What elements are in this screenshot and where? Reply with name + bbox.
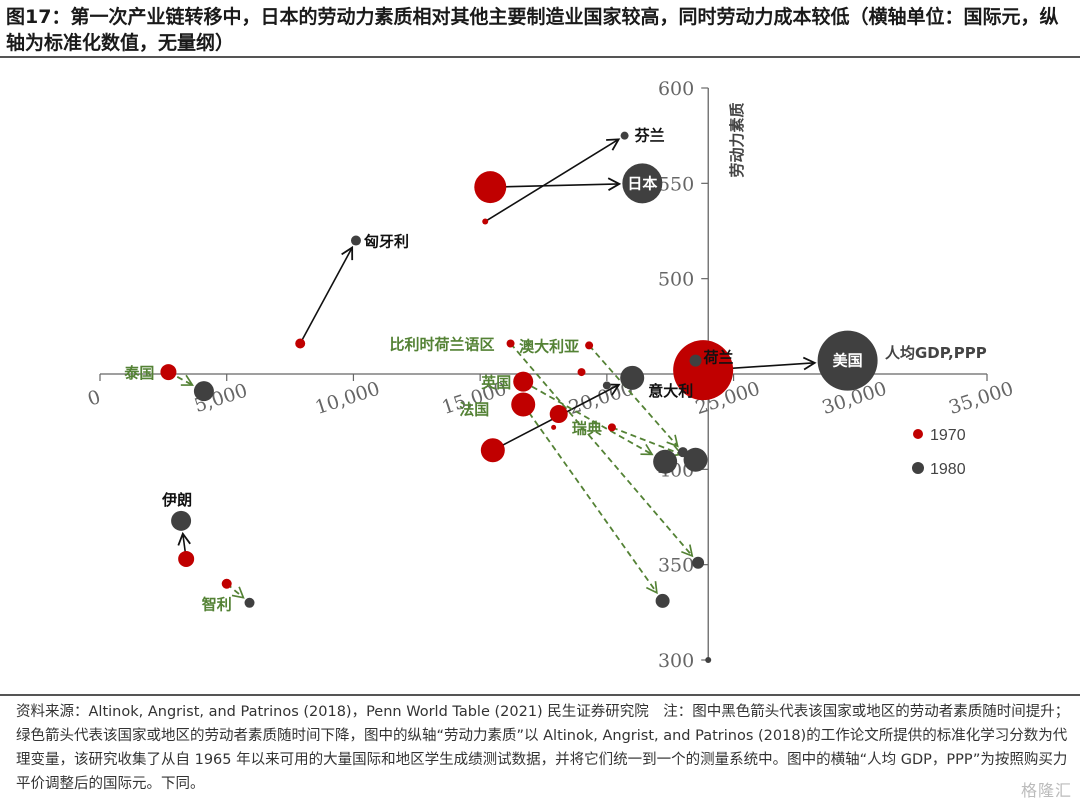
y-tick-label: 550 (658, 173, 694, 195)
point-1980-泰国 (193, 381, 214, 402)
point-1970-伊朗 (178, 550, 195, 567)
point-1970-美国 (673, 340, 734, 401)
arrow-匈牙利 (299, 245, 354, 344)
country-label-泰国: 泰国 (123, 364, 154, 382)
point-1970-日本 (474, 171, 507, 204)
country-label-芬兰: 芬兰 (635, 127, 665, 145)
point-1980-日本 (622, 163, 663, 204)
point-1970-英国 (513, 371, 534, 392)
country-label-美国: 美国 (833, 352, 863, 370)
point-1980-智利 (244, 597, 255, 608)
point-1980-荷兰 (689, 354, 702, 367)
arrow-英国 (522, 380, 654, 456)
extra-point-1980 (602, 381, 611, 390)
country-label-瑞典: 瑞典 (572, 419, 602, 437)
legend-label-1970: 1970 (930, 427, 966, 444)
y-tick-label: 300 (658, 650, 694, 672)
point-1980-美国 (817, 330, 878, 391)
country-label-法国: 法国 (459, 401, 489, 419)
country-label-英国: 英国 (481, 374, 511, 392)
point-1970-芬兰 (482, 218, 489, 225)
x-tick-label: 35,000 (946, 378, 1016, 419)
arrow-比利时荷兰语区 (509, 342, 694, 558)
y-tick-label: 350 (658, 555, 694, 577)
point-1970-澳大利亚 (585, 341, 594, 350)
point-1970-法国 (511, 392, 536, 417)
x-tick-label: 0 (85, 386, 103, 411)
country-label-智利: 智利 (202, 596, 232, 614)
source-note: 资料来源：Altinok, Angrist, and Patrinos (201… (16, 704, 1070, 792)
extra-point-1980 (705, 657, 712, 663)
legend-marker-1970 (913, 429, 923, 439)
extra-point-1970 (577, 368, 586, 377)
point-1970-比利时荷兰语区 (506, 339, 515, 348)
point-1970-匈牙利 (295, 338, 306, 349)
top-divider (0, 56, 1080, 58)
country-label-匈牙利: 匈牙利 (364, 233, 409, 251)
x-axis-title: 人均GDP,PPP (885, 344, 987, 362)
chart-title: 图17：第一次产业链转移中，日本的劳动力素质相对其他主要制造业国家较高，同时劳动… (6, 6, 1059, 54)
y-tick-label: 600 (658, 78, 694, 100)
point-1980-瑞典 (683, 447, 708, 472)
point-1980-英国 (653, 449, 678, 474)
y-tick-label: 500 (658, 269, 694, 291)
country-label-澳大利亚: 澳大利亚 (519, 337, 579, 355)
arrow-日本 (490, 177, 622, 191)
point-1980-意大利 (620, 365, 645, 390)
country-label-日本: 日本 (627, 174, 657, 192)
bottom-divider (0, 694, 1080, 696)
point-1980-伊朗 (171, 510, 192, 531)
legend-marker-1980 (912, 462, 924, 474)
arrow-澳大利亚 (588, 344, 679, 448)
point-1970-智利 (221, 578, 232, 589)
country-label-比利时荷兰语区: 比利时荷兰语区 (390, 335, 495, 353)
point-1970-瑞典 (607, 423, 616, 432)
legend: 1970 1980 (912, 427, 966, 478)
point-1980-比利时荷兰语区 (692, 556, 705, 569)
point-1970-荷兰 (694, 370, 703, 378)
point-1970-泰国 (160, 364, 177, 381)
point-1980-芬兰 (620, 131, 629, 140)
country-label-伊朗: 伊朗 (161, 491, 192, 509)
point-1980-匈牙利 (350, 235, 361, 246)
points (160, 131, 878, 663)
extra-point-1970 (551, 424, 557, 430)
arrow-法国 (522, 403, 658, 595)
legend-label-1980: 1980 (930, 461, 966, 478)
arrow-瑞典 (611, 426, 684, 457)
point-1980-法国 (655, 593, 670, 608)
extra-point-1970 (549, 405, 568, 424)
arrow-芬兰 (484, 138, 621, 223)
point-1970-意大利 (480, 438, 505, 463)
watermark: 格隆汇 (1020, 781, 1072, 800)
country-label-意大利: 意大利 (648, 382, 693, 400)
country-label-荷兰: 荷兰 (704, 349, 734, 367)
x-tick-label: 10,000 (313, 378, 383, 419)
y-axis-title: 劳动力素质 (728, 102, 746, 177)
